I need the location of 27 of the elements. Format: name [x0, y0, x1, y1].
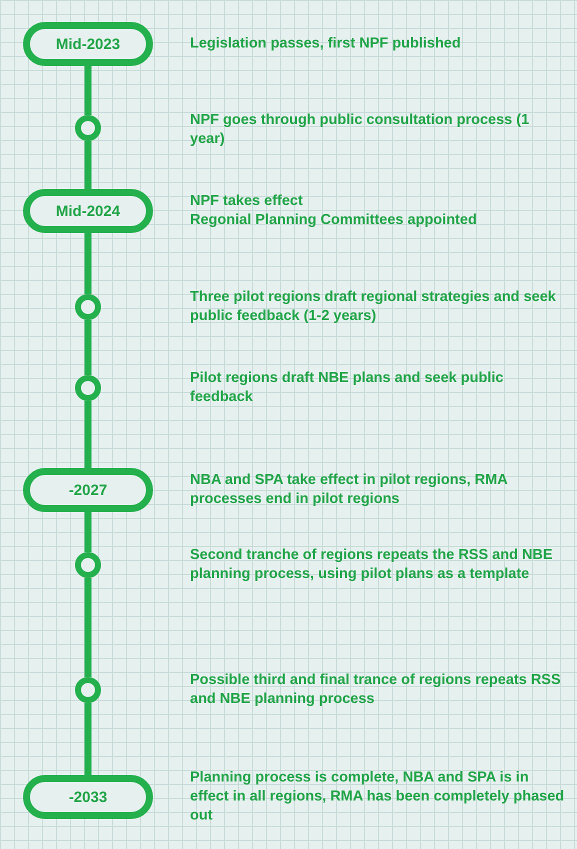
timeline-line	[84, 141, 92, 189]
timeline-line	[84, 401, 92, 468]
event-description: NBA and SPA take effect in pilot regions, RMA processes end in pilot regions	[190, 471, 508, 509]
timeline-line	[84, 578, 92, 677]
milestone-circle	[75, 677, 101, 703]
milestone-circle	[75, 375, 101, 401]
timeline-line	[84, 66, 92, 115]
event-description: Legislation passes, first NPF published	[190, 34, 462, 54]
timeline-line	[84, 703, 92, 775]
timeline-line	[84, 233, 92, 294]
event-description: Regonial Planning Committees appointed	[190, 211, 478, 230]
event-description: Planning process is complete, NBA and SPA is in effect in all regions, RMA has been completely phased out	[190, 768, 565, 826]
year-box: Mid-2023	[23, 22, 153, 66]
milestone-circle	[75, 552, 101, 578]
event-description: Second tranche of regions repeats the RSS and NBE planning process, using pilot plans as a template	[190, 546, 554, 584]
timeline-line	[84, 320, 92, 375]
milestone-circle	[75, 115, 101, 141]
event-description: Possible third and final trance of regions repeats RSS and NBE planning process	[190, 671, 562, 709]
year-box: -2033	[23, 775, 153, 819]
event-description: Pilot regions draft NBE plans and seek public feedback	[190, 369, 504, 407]
year-box: -2027	[23, 468, 153, 512]
event-description: Three pilot regions draft regional strategies and seek public feedback (1-2 years)	[190, 288, 557, 326]
year-box: Mid-2024	[23, 189, 153, 233]
event-description: NPF takes effect	[190, 192, 304, 211]
timeline-line	[84, 512, 92, 552]
event-description: NPF goes through public consultation process (1 year)	[190, 111, 530, 149]
milestone-circle	[75, 294, 101, 320]
